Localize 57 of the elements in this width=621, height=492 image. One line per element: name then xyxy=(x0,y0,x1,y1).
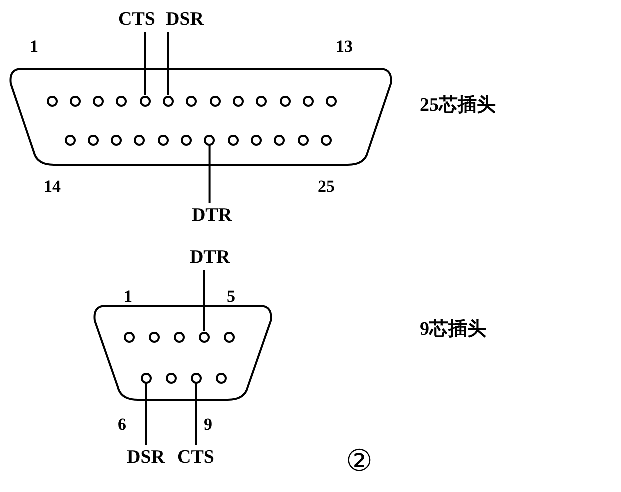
figure-number: ② xyxy=(346,447,373,477)
pin-hole xyxy=(148,332,160,342)
pin-hole xyxy=(181,134,192,146)
pin-hole xyxy=(204,134,216,146)
pin-hole xyxy=(163,96,174,106)
pin-number: 5 xyxy=(227,288,236,305)
signal-label: DSR xyxy=(127,448,165,467)
pin-number: 1 xyxy=(124,288,132,305)
pin-hole xyxy=(326,96,338,106)
signal-label: CTS xyxy=(118,10,156,29)
signal-label: DSR xyxy=(166,10,204,29)
pin-hole xyxy=(88,134,99,146)
pin-hole xyxy=(280,96,290,106)
pin-hole xyxy=(158,134,169,146)
pin-number: 9 xyxy=(204,416,212,433)
pin-hole xyxy=(298,134,308,146)
pin-hole xyxy=(124,332,134,342)
pin-number: 6 xyxy=(118,416,126,433)
pin-hole xyxy=(93,96,104,106)
leader-line xyxy=(195,384,197,445)
pin-hole xyxy=(228,134,239,146)
signal-label: DTR xyxy=(190,248,230,267)
pin-number: 13 xyxy=(336,38,353,55)
pin-hole xyxy=(174,332,184,342)
leader-line xyxy=(208,146,211,203)
pin-hole xyxy=(46,96,58,106)
pin-hole xyxy=(166,372,176,384)
pin-hole xyxy=(116,96,128,106)
pin-hole xyxy=(198,332,210,342)
pin-hole xyxy=(190,372,202,384)
pin-hole xyxy=(111,134,122,146)
leader-line xyxy=(168,32,170,96)
pin-hole xyxy=(302,96,314,106)
pin-hole xyxy=(320,134,332,146)
pin-hole xyxy=(224,332,234,342)
pin-hole xyxy=(140,96,151,106)
pin-hole xyxy=(70,96,81,106)
leader-line xyxy=(145,384,147,445)
connector-caption: 25芯插头 xyxy=(420,96,496,115)
pin-hole xyxy=(256,96,268,106)
pin-hole xyxy=(250,134,262,146)
pin-number: 25 xyxy=(318,178,335,195)
pin-hole xyxy=(216,372,226,384)
pin-hole xyxy=(64,134,76,146)
pin-number: 1 xyxy=(30,38,38,55)
signal-label: DTR xyxy=(192,206,232,225)
pin-hole xyxy=(140,372,152,384)
pin-hole xyxy=(210,96,221,106)
connector-caption: 9芯插头 xyxy=(420,320,486,339)
leader-line xyxy=(144,32,146,96)
leader-line xyxy=(203,270,205,332)
pin-hole xyxy=(232,96,244,106)
pin-hole xyxy=(274,134,286,146)
signal-label: CTS xyxy=(178,448,214,467)
pin-number: 14 xyxy=(44,178,61,195)
pin-hole xyxy=(134,134,146,146)
pin-hole xyxy=(186,96,198,106)
